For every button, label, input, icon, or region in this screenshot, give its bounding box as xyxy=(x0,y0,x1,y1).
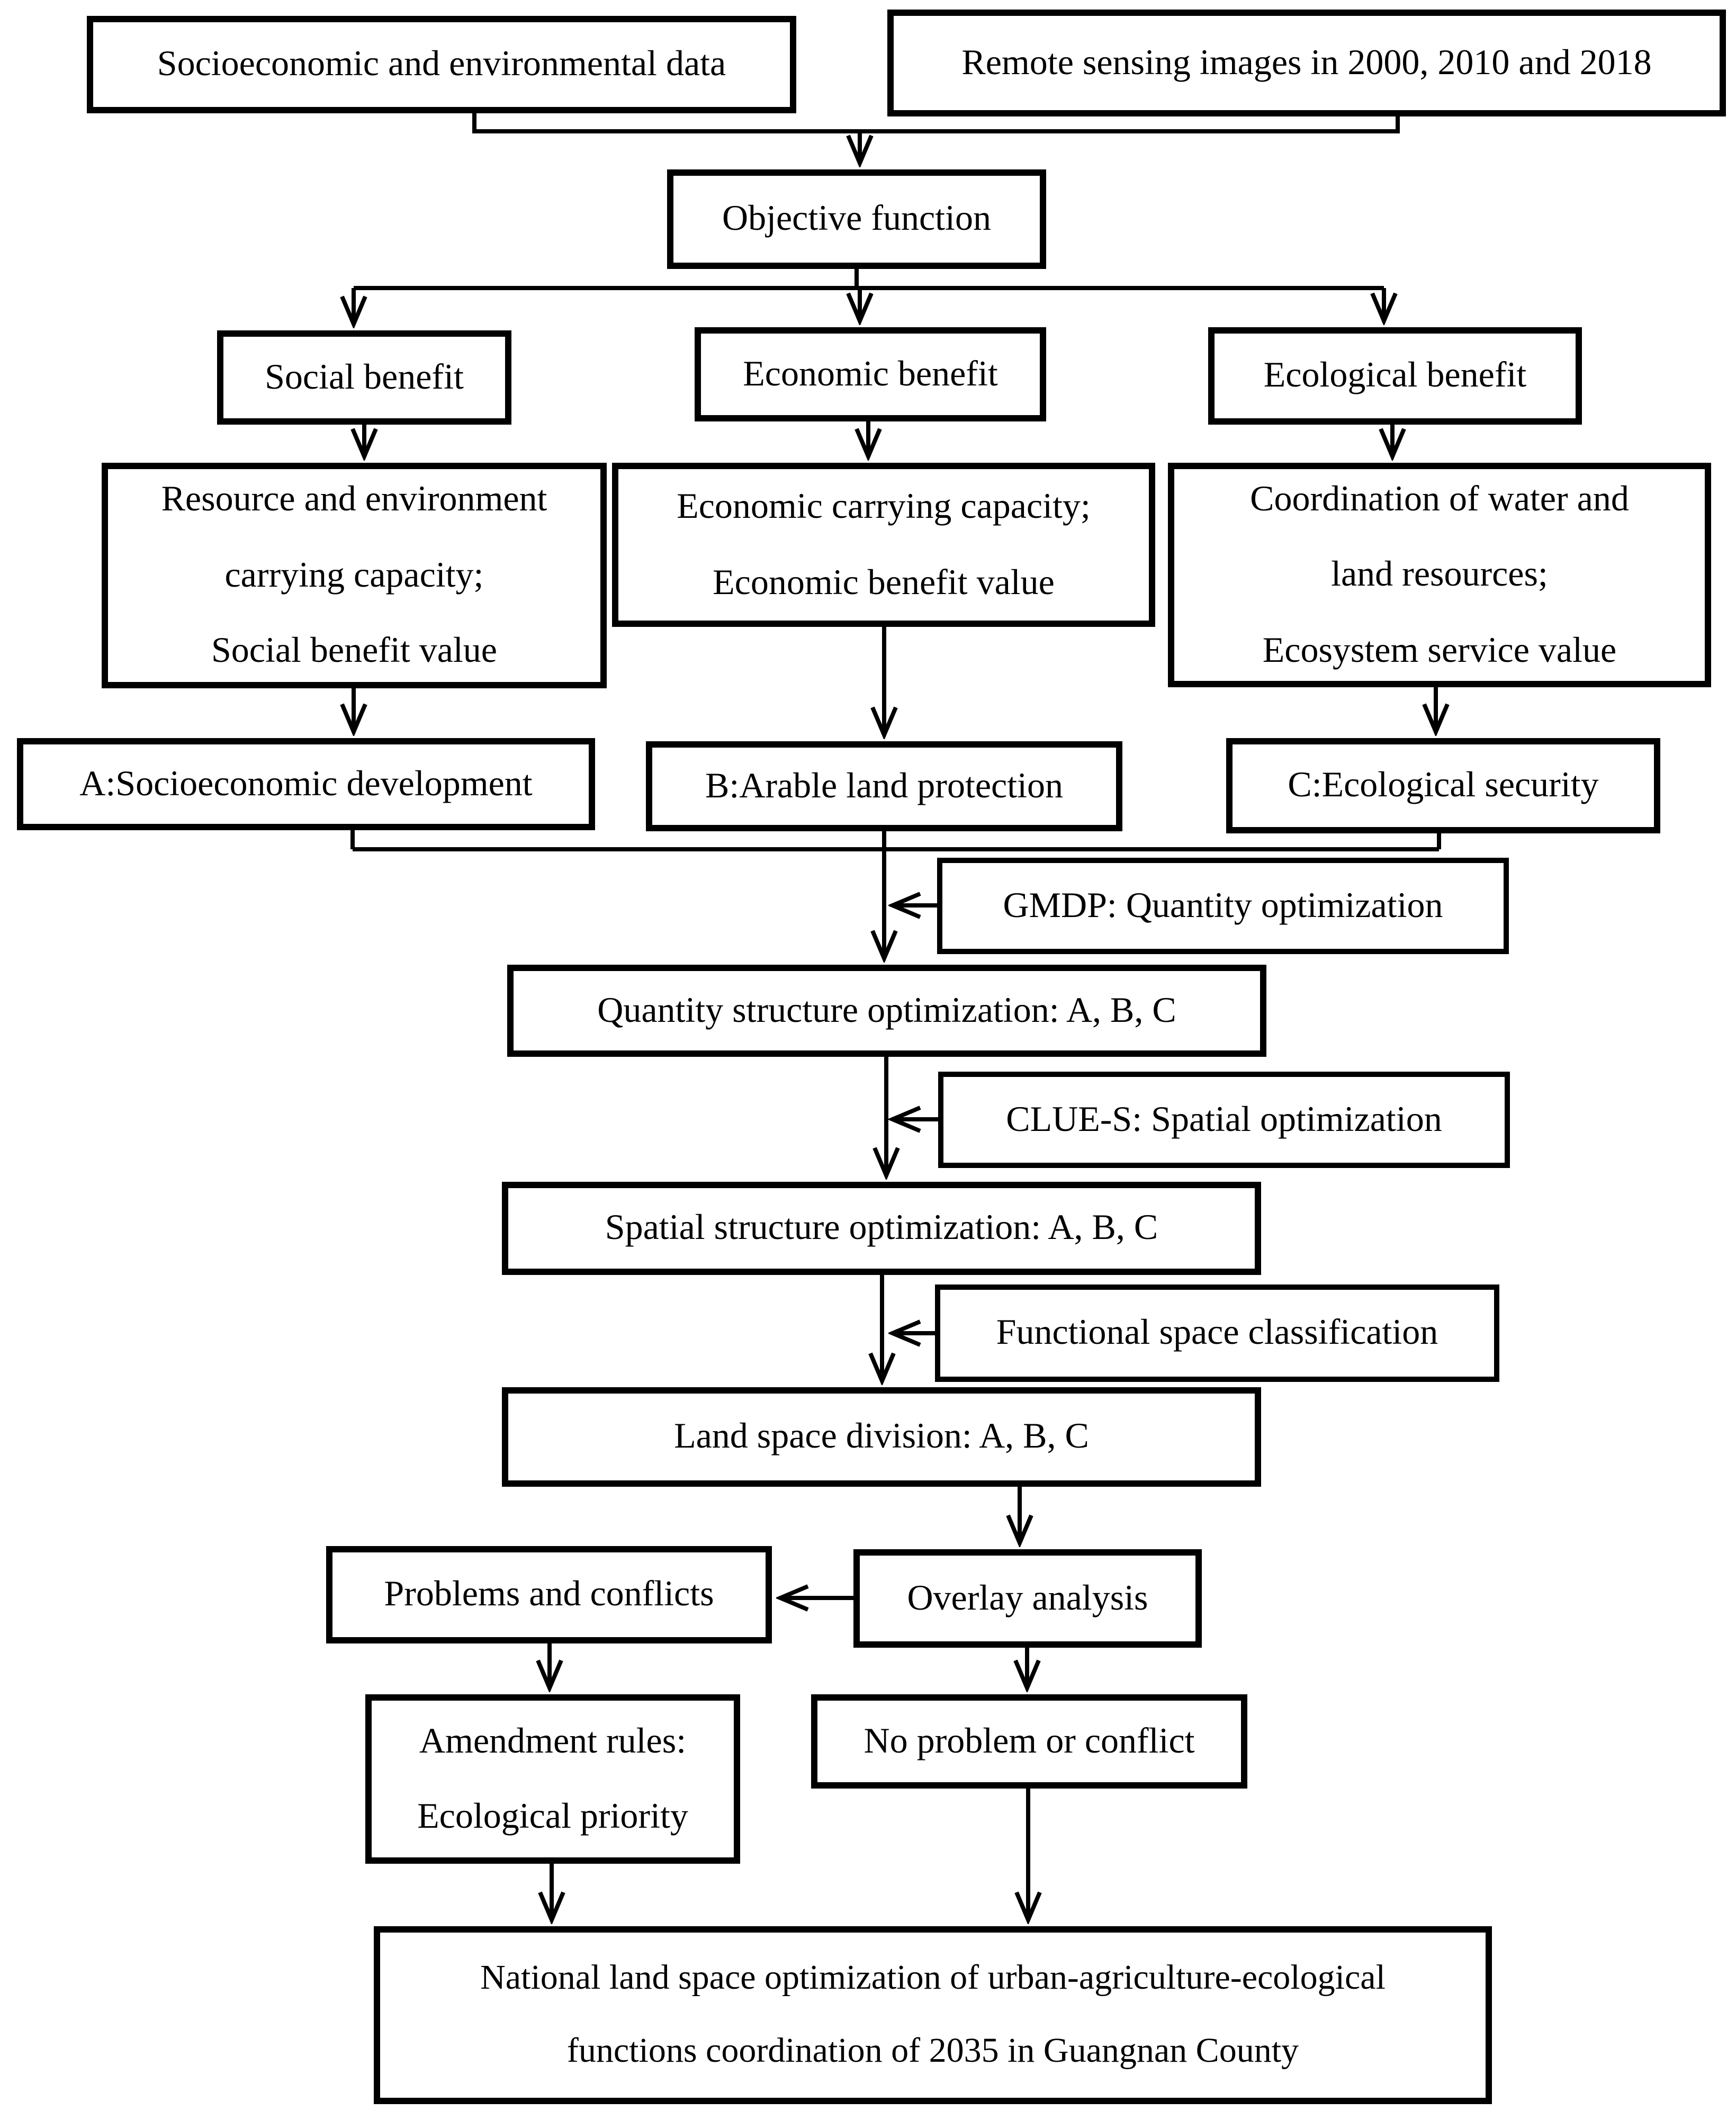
node-resource-environment-capacity: Resource and environment carrying capaci… xyxy=(102,463,607,688)
node-water-land-coordination: Coordination of water and land resources… xyxy=(1168,463,1711,687)
node-final-national-land-space-optimization: National land space optimization of urba… xyxy=(374,1926,1492,2104)
node-no-problem-or-conflict: No problem or conflict xyxy=(811,1694,1247,1789)
node-gmdp-quantity-optimization: GMDP: Quantity optimization xyxy=(937,858,1509,954)
node-amendment-rules: Amendment rules: Ecological priority xyxy=(365,1694,740,1864)
wire-sources-join-right xyxy=(860,116,1400,133)
node-ecological-benefit: Ecological benefit xyxy=(1208,327,1582,425)
node-objective-function: Objective function xyxy=(667,169,1046,269)
node-goal-b-arable-land: B:Arable land protection xyxy=(646,741,1122,831)
node-source-right: Remote sensing images in 2000, 2010 and … xyxy=(887,10,1726,116)
node-functional-space-classification: Functional space classification xyxy=(935,1284,1499,1382)
node-clue-s-spatial-optimization: CLUE-S: Spatial optimization xyxy=(938,1072,1510,1168)
node-land-space-division: Land space division: A, B, C xyxy=(502,1387,1261,1487)
node-quantity-structure-optimization: Quantity structure optimization: A, B, C xyxy=(507,965,1266,1057)
node-source-left: Socioeconomic and environmental data xyxy=(87,16,796,113)
node-overlay-analysis: Overlay analysis xyxy=(853,1549,1202,1648)
node-problems-and-conflicts: Problems and conflicts xyxy=(326,1546,772,1643)
node-goal-a-socioeconomic: A:Socioeconomic development xyxy=(17,738,595,830)
node-goal-c-ecological-security: C:Ecological security xyxy=(1226,738,1660,833)
wire-sources-join-left xyxy=(472,113,860,133)
node-economic-capacity: Economic carrying capacity; Economic ben… xyxy=(612,463,1155,627)
node-economic-benefit: Economic benefit xyxy=(695,327,1046,421)
node-spatial-structure-optimization: Spatial structure optimization: A, B, C xyxy=(502,1182,1261,1275)
node-social-benefit: Social benefit xyxy=(217,330,511,425)
